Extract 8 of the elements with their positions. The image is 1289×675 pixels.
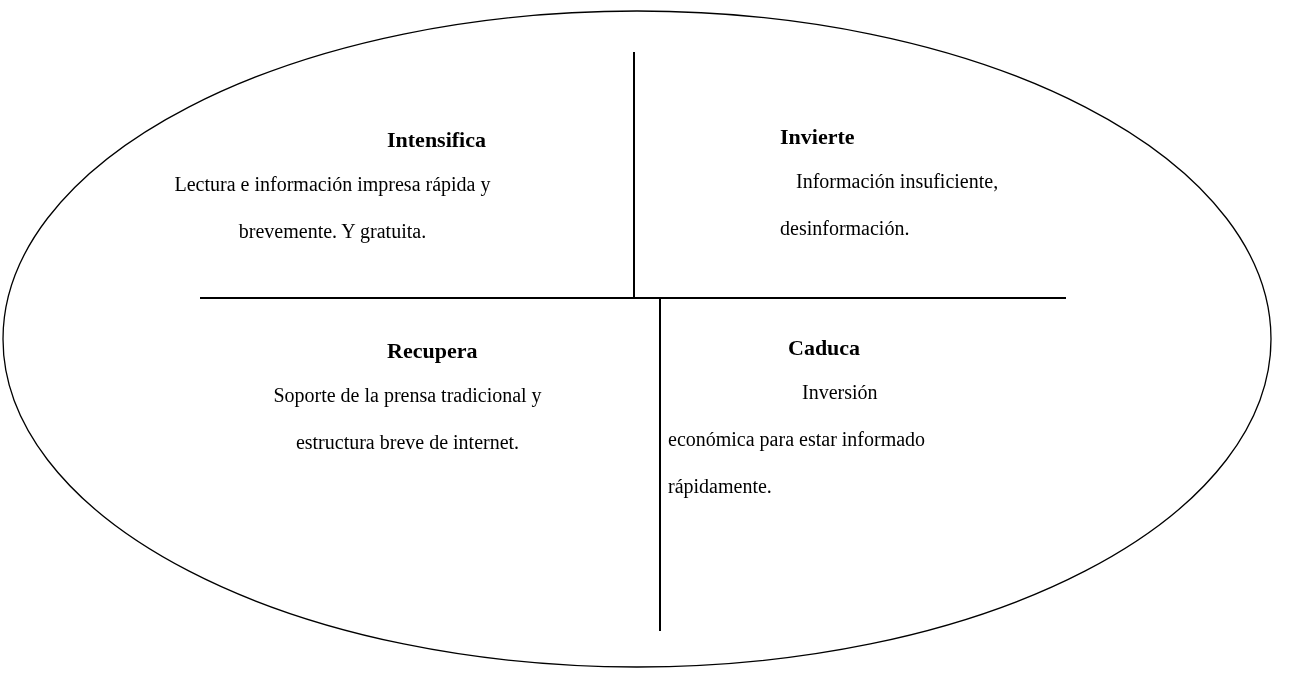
quadrant-text: Información insuficiente, desinformación. bbox=[780, 169, 1000, 241]
quadrant-heading: Caduca bbox=[788, 335, 861, 361]
quadrant-text: Soporte de la prensa tradicional y estructura breve de internet. bbox=[272, 383, 543, 455]
quadrant-heading: Recupera bbox=[387, 338, 478, 364]
quadrant-heading: Invierte bbox=[780, 124, 855, 150]
quadrant-text: Inversión económica para estar informado rápidamente. bbox=[668, 380, 927, 500]
quadrant-heading: Intensifica bbox=[387, 127, 486, 153]
quadrant-text: Lectura e información impresa rápida y brevemente. Y gratuita. bbox=[173, 172, 492, 245]
